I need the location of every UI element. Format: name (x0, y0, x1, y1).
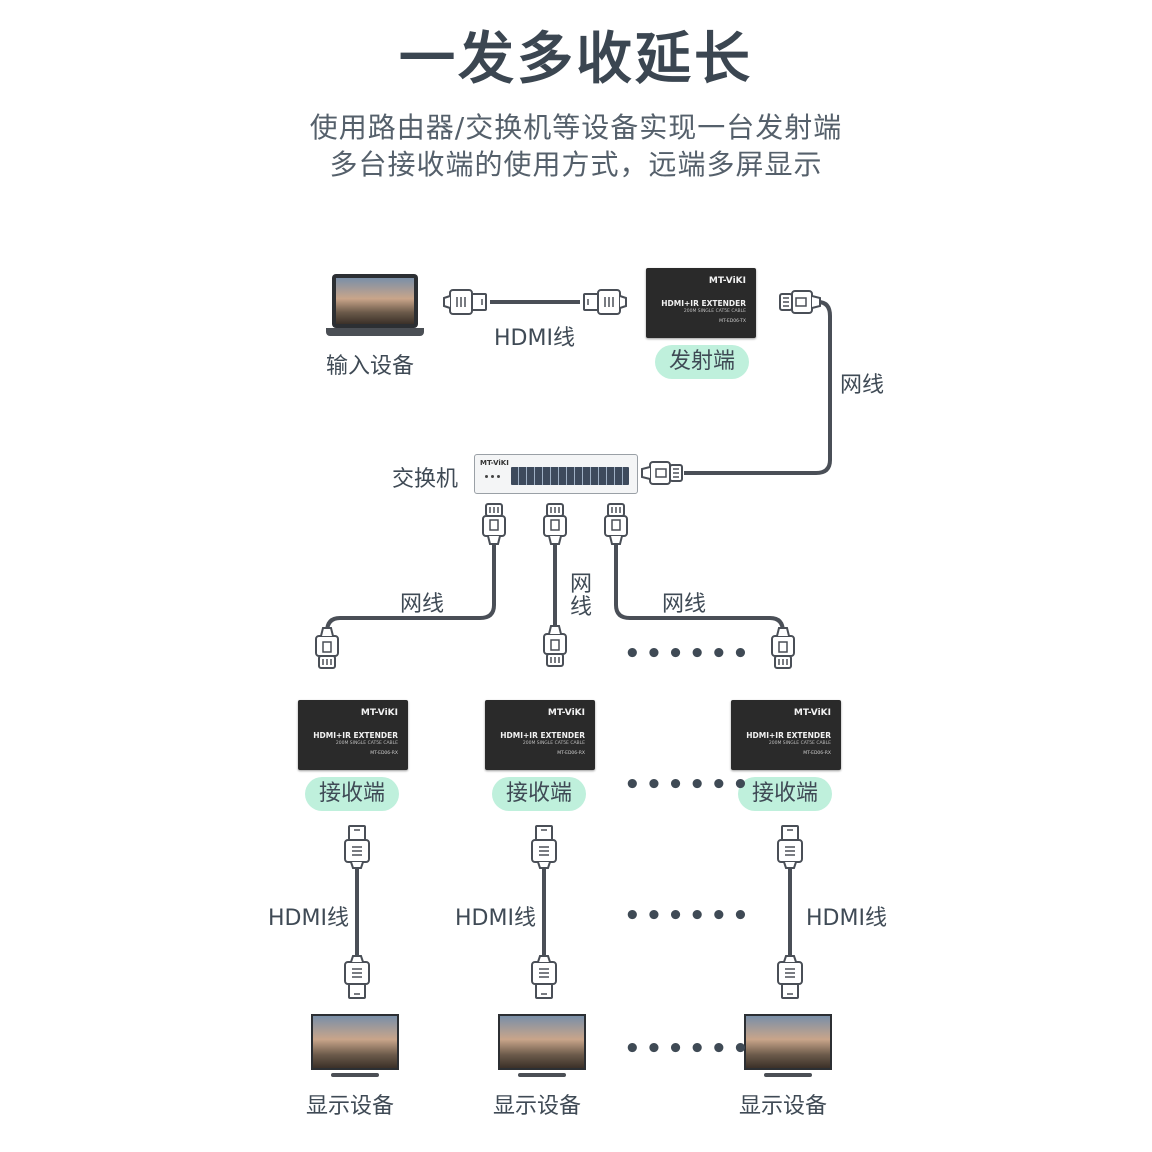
ellipsis-dots: •••••• (624, 1034, 754, 1064)
hdmi-cable-label: HDMI线 (494, 326, 575, 351)
rj45-connector-icon (543, 625, 567, 667)
hdmi-connector-icon (531, 825, 557, 869)
device-product: HDMI+IR EXTENDER (313, 731, 398, 740)
network-cable-label: 网线 (662, 592, 707, 617)
receiver-device: MT-ViKI HDMI+IR EXTENDER 200M SINGLE CAT… (298, 700, 408, 770)
hdmi-cable-label: HDMI线 (806, 906, 887, 931)
device-model: MT-ED06-RX (370, 751, 398, 756)
device-tagline: 200M SINGLE CAT5E CABLE (768, 741, 831, 746)
receiver-badge: 接收端 (305, 777, 399, 811)
hdmi-cable-label: HDMI线 (268, 906, 349, 931)
device-tagline: 200M SINGLE CAT5E CABLE (522, 741, 585, 746)
rj45-connector-icon (482, 503, 506, 545)
device-brand: MT-ViKI (708, 276, 746, 286)
subtitle-line-2: 多台接收端的使用方式，远端多屏显示 (329, 148, 823, 181)
network-cable-label: 网线 (840, 373, 885, 398)
rj45-connector-icon (641, 461, 683, 485)
network-cable-label-vertical-2: 线 (570, 595, 593, 620)
hdmi-connector-icon (443, 289, 487, 315)
network-switch: MT-ViKI (474, 454, 638, 494)
hdmi-cable-label: HDMI线 (455, 906, 536, 931)
receiver-badge: 接收端 (738, 777, 832, 811)
display-device-label: 显示设备 (493, 1094, 582, 1119)
receiver-device: MT-ViKI HDMI+IR EXTENDER 200M SINGLE CAT… (485, 700, 595, 770)
device-brand: MT-ViKI (547, 708, 585, 718)
transmitter-device: MT-ViKI HDMI+IR EXTENDER 200M SINGLE CAT… (646, 268, 756, 338)
ellipsis-dots: •••••• (624, 639, 754, 669)
network-cable-label: 网线 (400, 592, 445, 617)
hdmi-connector-icon (777, 825, 803, 869)
input-device-label: 输入设备 (326, 354, 415, 379)
receiver-device: MT-ViKI HDMI+IR EXTENDER 200M SINGLE CAT… (731, 700, 841, 770)
display-device-label: 显示设备 (739, 1094, 828, 1119)
device-model: MT-ED06-RX (803, 751, 831, 756)
display-device-label: 显示设备 (306, 1094, 395, 1119)
device-product: HDMI+IR EXTENDER (746, 731, 831, 740)
hdmi-connector-icon (777, 955, 803, 999)
hdmi-connector-icon (583, 289, 627, 315)
device-brand: MT-ViKI (360, 708, 398, 718)
device-model: MT-ED06-TX (719, 319, 746, 324)
device-product: HDMI+IR EXTENDER (500, 731, 585, 740)
hdmi-connector-icon (531, 955, 557, 999)
rj45-connector-icon (779, 290, 821, 314)
device-product: HDMI+IR EXTENDER (661, 299, 746, 308)
switch-label: 交换机 (392, 467, 459, 492)
ellipsis-dots: •••••• (624, 901, 754, 931)
page-title: 一发多收延长 (399, 27, 753, 92)
switch-ports-icon (511, 467, 629, 485)
status-leds-icon (485, 475, 501, 479)
receiver-badge: 接收端 (492, 777, 586, 811)
monitor-icon (498, 1014, 586, 1078)
switch-brand: MT-ViKI (480, 459, 509, 467)
hdmi-connector-icon (344, 825, 370, 869)
monitor-icon (744, 1014, 832, 1078)
network-cable-label-vertical-1: 网 (570, 572, 593, 597)
device-tagline: 200M SINGLE CAT5E CABLE (335, 741, 398, 746)
rj45-connector-icon (771, 627, 795, 669)
monitor-icon (311, 1014, 399, 1078)
rj45-connector-icon (604, 503, 628, 545)
rj45-connector-icon (543, 503, 567, 545)
laptop-icon (326, 274, 424, 338)
ellipsis-dots: •••••• (624, 770, 754, 800)
transmitter-badge: 发射端 (655, 345, 749, 379)
device-brand: MT-ViKI (793, 708, 831, 718)
hdmi-connector-icon (344, 955, 370, 999)
subtitle-line-1: 使用路由器/交换机等设备实现一台发射端 (309, 111, 843, 144)
device-tagline: 200M SINGLE CAT5E CABLE (683, 309, 746, 314)
device-model: MT-ED06-RX (557, 751, 585, 756)
rj45-connector-icon (315, 627, 339, 669)
